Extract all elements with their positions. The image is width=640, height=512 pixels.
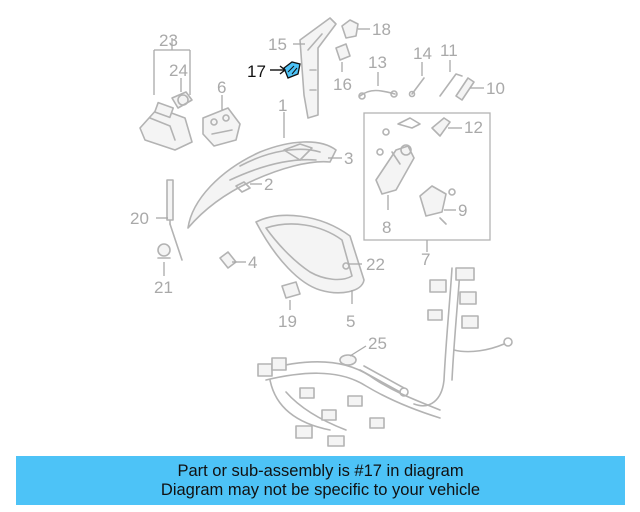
- part-14-rod: [408, 77, 425, 98]
- part-4-bracket: [219, 251, 237, 269]
- callout-5: 5: [346, 312, 355, 331]
- callout-2: 2: [264, 175, 273, 194]
- part-19-clip: [281, 281, 301, 299]
- part-1-trunk-lid: [187, 141, 337, 229]
- callout-24: 24: [169, 61, 188, 80]
- callout-14: 14: [413, 44, 432, 63]
- part-21-ball-stud: [157, 243, 171, 259]
- part-10-handle: [455, 77, 475, 101]
- callout-1: 1: [278, 96, 287, 115]
- callout-25: 25: [368, 334, 387, 353]
- callout-17: 17: [247, 62, 266, 81]
- part-24-bulb: [171, 91, 193, 109]
- callout-12: 12: [464, 118, 483, 137]
- wiring-harness-right: [413, 267, 513, 407]
- part-20-gas-strut: [166, 179, 183, 261]
- part-11-rod: [439, 73, 463, 97]
- callout-23: 23: [159, 31, 178, 50]
- callout-18: 18: [372, 20, 391, 39]
- part-15-hinge: [299, 17, 337, 119]
- callout-13: 13: [368, 53, 387, 72]
- leader-23: [153, 38, 191, 95]
- notice-banner: Part or sub-assembly is #17 in diagram D…: [16, 456, 625, 505]
- callout-10: 10: [486, 79, 505, 98]
- callout-8: 8: [382, 218, 391, 237]
- part-18-cap: [341, 19, 359, 39]
- callout-16: 16: [333, 75, 352, 94]
- leader-17-arrow: [279, 65, 287, 75]
- callout-19: 19: [278, 312, 297, 331]
- leader-25: [349, 345, 367, 357]
- part-23-latch-housing: [139, 101, 193, 151]
- callout-3: 3: [344, 149, 353, 168]
- callout-7: 7: [421, 250, 430, 269]
- part-17-clip: [283, 61, 301, 79]
- parts-diagram: 23 24 6 15 17 18 16 13 14 11 10 12 1 3 2…: [130, 17, 513, 447]
- callout-20: 20: [130, 209, 149, 228]
- part-16-bracket: [335, 43, 351, 61]
- part-5-trim-panel: [255, 214, 365, 294]
- banner-line-1: Part or sub-assembly is #17 in diagram: [177, 462, 464, 480]
- callout-21: 21: [154, 278, 173, 297]
- part-17-highlight: [283, 61, 301, 79]
- callout-22: 22: [366, 255, 385, 274]
- part-13-cable: [358, 89, 398, 100]
- banner-line-2: Diagram may not be specific to your vehi…: [160, 481, 481, 499]
- callout-9: 9: [458, 201, 467, 220]
- callout-4: 4: [248, 253, 257, 272]
- callout-15: 15: [268, 35, 287, 54]
- callout-11: 11: [440, 41, 458, 60]
- part-6-lock: [202, 107, 241, 147]
- part-25-wiring-harness: [257, 354, 441, 447]
- callout-6: 6: [217, 78, 226, 97]
